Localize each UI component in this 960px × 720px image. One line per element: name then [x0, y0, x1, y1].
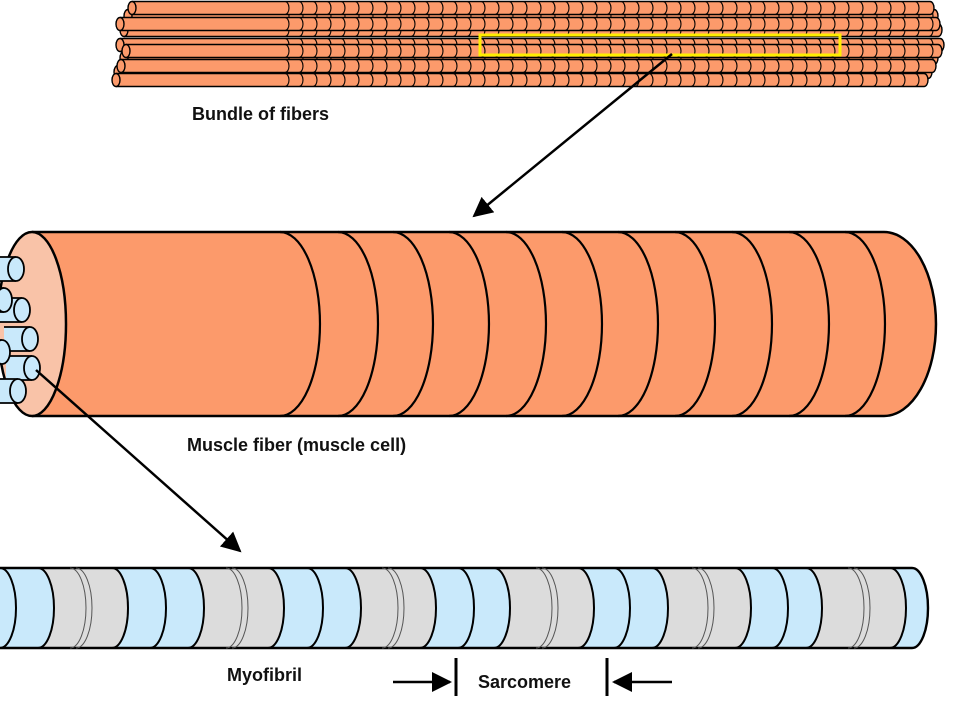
myofibril-band	[38, 568, 128, 648]
myofibril-band	[494, 568, 594, 648]
sarcomere-label: Sarcomere	[478, 672, 571, 692]
myofibril-line	[111, 567, 129, 649]
fiber-end-myofibril	[6, 355, 41, 381]
sarcomere-indicator	[393, 658, 672, 696]
fiber-striations	[279, 230, 887, 418]
myofibril-line	[697, 567, 715, 649]
myofibril-line	[457, 567, 475, 649]
muscle-fiber	[32, 230, 938, 418]
fiber-end-myofibril	[0, 378, 27, 404]
fiber-end-myofibrils	[0, 256, 41, 404]
fiber-end-myofibril	[0, 339, 11, 365]
fiber-striation	[674, 230, 717, 418]
fiber-striation	[279, 230, 322, 418]
myofibril	[0, 566, 930, 650]
fiber-striation	[561, 230, 604, 418]
arrow-fiber-to-myofibril	[35, 369, 242, 553]
myofibril-line	[381, 567, 399, 649]
fiber-striation	[392, 230, 435, 418]
fiber-highlight-box	[478, 33, 842, 57]
myofibril-line	[651, 567, 669, 649]
fiber-striation	[844, 230, 887, 418]
myofibril-line	[75, 567, 93, 649]
myofibril-label: Myofibril	[227, 665, 302, 685]
myofibril-band	[652, 568, 751, 648]
fiber-bundle	[111, 0, 945, 88]
arrow-bundle-to-fiber	[472, 53, 673, 218]
myofibril-line	[493, 567, 511, 649]
bundle-fiber	[116, 58, 937, 74]
myofibril-line	[853, 567, 871, 649]
fiber-striation	[731, 230, 774, 418]
fiber-end-myofibril	[0, 287, 13, 313]
fiber-striation	[337, 230, 380, 418]
myofibril-line	[267, 567, 285, 649]
myofibril-line	[0, 567, 17, 649]
myofibril-line	[187, 567, 205, 649]
myofibril-line	[306, 567, 324, 649]
myofibril-line	[225, 567, 243, 649]
bundle-label: Bundle of fibers	[192, 104, 329, 124]
myofibril-band	[188, 568, 284, 648]
myofibril-line	[734, 567, 752, 649]
myofibril-line	[805, 567, 823, 649]
fiber-striation	[505, 230, 548, 418]
myofibril-line	[771, 567, 789, 649]
fiber-striation	[448, 230, 491, 418]
fiber-striation	[617, 230, 660, 418]
myofibril-band	[806, 568, 906, 648]
myofibril-line	[149, 567, 167, 649]
myofibril-line	[387, 567, 405, 649]
myofibril-line	[691, 567, 709, 649]
myofibril-line	[231, 567, 249, 649]
myofibril-line	[37, 567, 55, 649]
myofibril-line	[541, 567, 559, 649]
myofibril-band	[345, 568, 436, 648]
bundle-fiber	[111, 72, 929, 88]
fiber-end-myofibril	[4, 326, 39, 352]
fiber-end-myofibril	[0, 256, 25, 282]
fiber-label: Muscle fiber (muscle cell)	[187, 435, 406, 455]
myofibril-line	[344, 567, 362, 649]
bundle-fiber	[127, 0, 935, 16]
myofibril-line	[69, 567, 87, 649]
bundle-fiber	[115, 16, 941, 32]
myofibril-line	[613, 567, 631, 649]
fiber-striation	[788, 230, 831, 418]
myofibril-line	[577, 567, 595, 649]
myofibril-line	[889, 567, 907, 649]
myofibril-line	[535, 567, 553, 649]
myofibril-line	[847, 567, 865, 649]
myofibril-line	[419, 567, 437, 649]
